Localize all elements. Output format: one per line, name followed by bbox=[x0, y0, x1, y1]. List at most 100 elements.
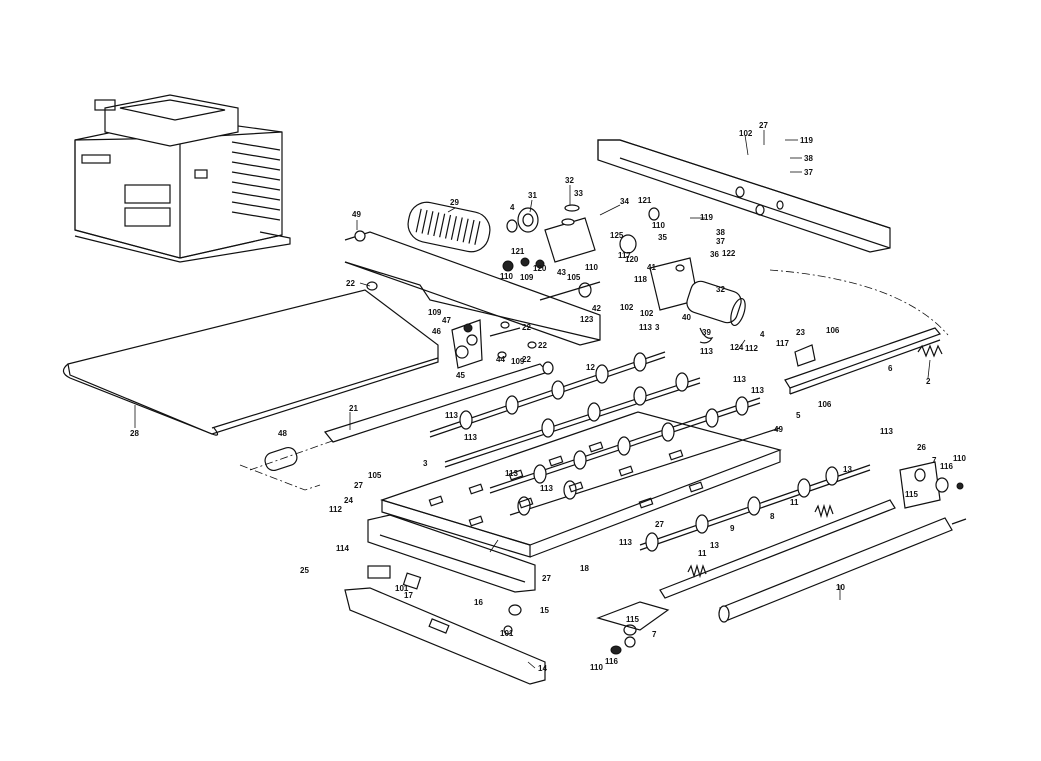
drive-gear-assembly bbox=[502, 204, 660, 301]
callout-22: 22 bbox=[346, 279, 355, 288]
upper-side-plate bbox=[344, 230, 601, 346]
callout-16: 16 bbox=[474, 598, 483, 607]
callout-113-h: 113 bbox=[505, 469, 518, 478]
callout-106-b: 106 bbox=[818, 400, 832, 409]
callout-27-b: 27 bbox=[354, 481, 363, 490]
callout-3: 3 bbox=[655, 323, 660, 332]
callout-122: 122 bbox=[722, 249, 736, 258]
callout-46: 46 bbox=[432, 327, 441, 336]
right-guide-rail bbox=[769, 269, 949, 395]
callout-113-i: 113 bbox=[540, 484, 553, 493]
callout-125: 125 bbox=[610, 231, 624, 240]
callout-117: 117 bbox=[618, 251, 631, 260]
callout-22-c: 22 bbox=[522, 355, 531, 364]
callout-113-g: 113 bbox=[880, 427, 893, 436]
callout-113-f: 113 bbox=[464, 433, 477, 442]
callout-112-b: 112 bbox=[329, 505, 342, 514]
callout-110-d: 110 bbox=[953, 454, 966, 463]
callout-110-e: 110 bbox=[590, 663, 603, 672]
callout-121: 121 bbox=[638, 196, 652, 205]
callout-118: 118 bbox=[634, 275, 647, 284]
callout-102-b: 102 bbox=[620, 303, 634, 312]
callout-33: 33 bbox=[574, 189, 583, 198]
tension-bracket-cluster bbox=[451, 319, 537, 369]
callout-13-b: 13 bbox=[710, 541, 719, 550]
callout-113-b: 113 bbox=[700, 347, 713, 356]
callout-119: 119 bbox=[800, 136, 813, 145]
callout-26: 26 bbox=[917, 443, 926, 452]
callout-109-c: 109 bbox=[511, 357, 525, 366]
callout-116-b: 116 bbox=[605, 657, 618, 666]
callout-5: 5 bbox=[796, 411, 801, 420]
callout-23: 23 bbox=[796, 328, 805, 337]
callout-34: 34 bbox=[620, 197, 629, 206]
timing-belt bbox=[407, 201, 491, 253]
callout-110: 110 bbox=[652, 221, 665, 230]
callout-120-b: 120 bbox=[625, 255, 639, 264]
callout-39: 39 bbox=[702, 328, 711, 337]
callout-121-b: 121 bbox=[511, 247, 525, 256]
callout-35: 35 bbox=[658, 233, 667, 242]
callout-116: 116 bbox=[940, 462, 953, 471]
callout-37: 37 bbox=[804, 168, 813, 177]
callout-7: 7 bbox=[932, 456, 937, 465]
callout-47: 47 bbox=[442, 316, 451, 325]
callout-12: 12 bbox=[586, 363, 595, 372]
callout-41: 41 bbox=[647, 263, 656, 272]
callout-120: 120 bbox=[533, 264, 547, 273]
leader-lines bbox=[134, 130, 931, 669]
callout-7-b: 7 bbox=[652, 630, 657, 639]
main-guide-frame bbox=[380, 411, 782, 558]
callout-109-b: 109 bbox=[428, 308, 442, 317]
lower-roller-assembly bbox=[596, 461, 967, 655]
callout-9: 9 bbox=[730, 524, 735, 533]
callout-22-d: 22 bbox=[538, 341, 547, 350]
drive-roller-shaft bbox=[239, 361, 554, 491]
callout-49: 49 bbox=[352, 210, 361, 219]
callout-11-b: 11 bbox=[698, 549, 707, 558]
callout-37-b: 37 bbox=[716, 237, 725, 246]
callout-113-c: 113 bbox=[733, 375, 746, 384]
callout-113-d: 113 bbox=[751, 386, 764, 395]
callout-10: 10 bbox=[836, 583, 845, 592]
upper-frame-bracket bbox=[597, 139, 891, 253]
callout-8: 8 bbox=[770, 512, 775, 521]
callout-117-b: 117 bbox=[776, 339, 789, 348]
callout-123: 123 bbox=[580, 315, 594, 324]
callout-49-b: 49 bbox=[774, 425, 783, 434]
callout-110-b: 110 bbox=[500, 272, 513, 281]
callout-101-b: 101 bbox=[500, 629, 514, 638]
callout-28: 28 bbox=[130, 429, 139, 438]
callout-113-j: 113 bbox=[619, 538, 632, 547]
callout-110-c: 110 bbox=[585, 263, 598, 272]
callout-112: 112 bbox=[745, 344, 758, 353]
callout-32: 32 bbox=[565, 176, 574, 185]
callout-29: 29 bbox=[450, 198, 459, 207]
callout-109: 109 bbox=[520, 273, 534, 282]
callout-24: 24 bbox=[344, 496, 353, 505]
callout-25: 25 bbox=[300, 566, 309, 575]
callout-42: 42 bbox=[592, 304, 601, 313]
callout-114: 114 bbox=[336, 544, 349, 553]
transport-belt bbox=[62, 289, 439, 436]
callout-15: 15 bbox=[540, 606, 549, 615]
callout-18: 18 bbox=[580, 564, 589, 573]
callout-102: 102 bbox=[739, 129, 753, 138]
callout-31: 31 bbox=[528, 191, 537, 200]
lower-guide-plate bbox=[344, 514, 546, 685]
callout-6: 6 bbox=[888, 364, 893, 373]
callout-22-b: 22 bbox=[522, 323, 531, 332]
callout-27: 27 bbox=[759, 121, 768, 130]
callout-3-b: 3 bbox=[423, 459, 428, 468]
callout-4: 4 bbox=[510, 203, 515, 212]
upper-roller-shafts bbox=[429, 351, 781, 516]
callout-102-c: 102 bbox=[640, 309, 654, 318]
callout-32-b: 32 bbox=[716, 285, 725, 294]
callout-36: 36 bbox=[710, 250, 719, 259]
callout-115-b: 115 bbox=[626, 615, 639, 624]
drive-motor bbox=[649, 257, 746, 344]
callout-4-b: 4 bbox=[760, 330, 765, 339]
callout-labels: 102 27 119 38 37 32 33 31 34 121 110 35 … bbox=[130, 121, 966, 673]
callout-45: 45 bbox=[456, 371, 465, 380]
